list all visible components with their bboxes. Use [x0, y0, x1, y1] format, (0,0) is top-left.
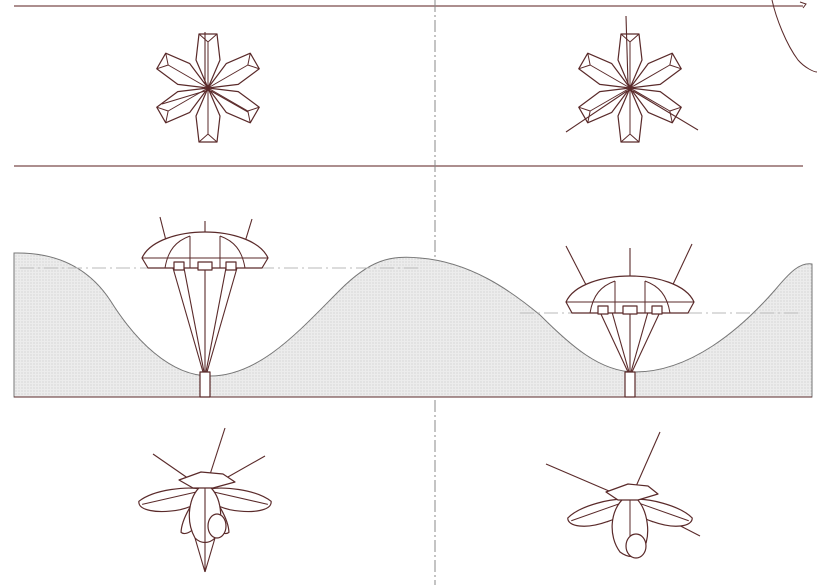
- tension-rods: [172, 267, 238, 373]
- tension-rods: [599, 311, 661, 373]
- corner-fragment-mark: [799, 1, 807, 9]
- plan-rods: [565, 15, 699, 133]
- corner-fragment: [771, 0, 817, 73]
- plan-petals: [156, 33, 260, 143]
- plan-view-right: [565, 15, 699, 143]
- section-device-left: [141, 216, 269, 398]
- perspective-view-right: [545, 431, 701, 559]
- plan-petals: [578, 33, 682, 143]
- anchor-post: [624, 371, 636, 398]
- anchor-post: [199, 371, 211, 398]
- plan-view-left: [156, 32, 260, 143]
- perspective-view-left: [138, 427, 272, 573]
- section-device-right: [565, 243, 695, 398]
- float-body: [565, 275, 695, 315]
- float-body: [141, 231, 269, 271]
- section-view: [13, 216, 813, 398]
- plan-rods: [161, 32, 249, 113]
- ground-profile: [13, 252, 813, 398]
